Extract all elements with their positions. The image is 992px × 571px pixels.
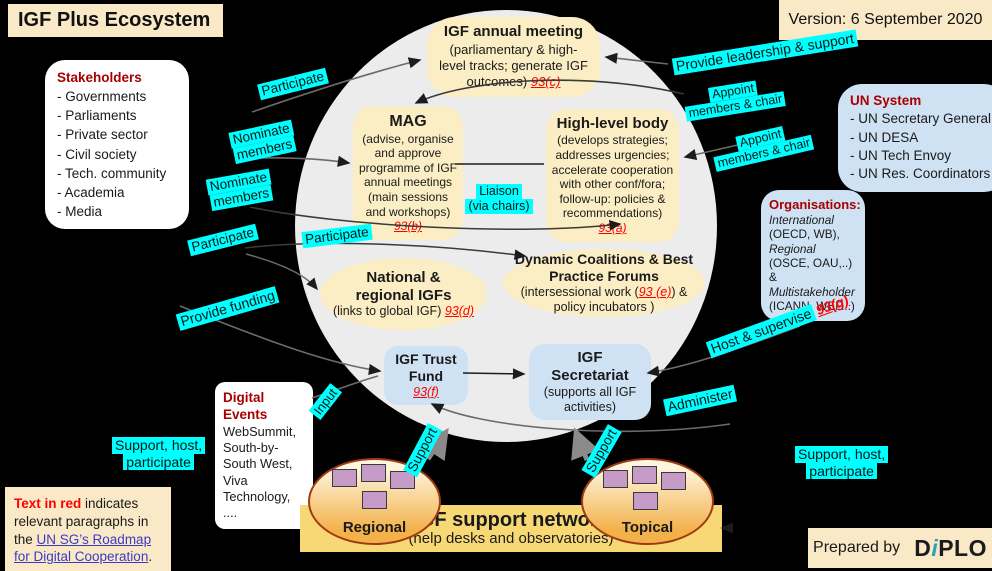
node-body: (advise, organise and approve programme …: [358, 131, 458, 219]
paragraph-ref: 93(f): [413, 384, 439, 399]
legend-box: Text in red indicates relevant paragraph…: [5, 487, 171, 571]
node-title: Fund: [408, 367, 444, 384]
organisations-box: Organisations: International (OECD, WB),…: [761, 190, 865, 321]
node-igf-trust-fund: IGF Trust Fund 93(f): [384, 346, 468, 405]
un-system-item: - UN DESA: [850, 129, 919, 145]
stakeholder-item: - Civil society: [57, 146, 137, 162]
legend-text: indicates relevant paragraphs in the: [14, 496, 149, 547]
node-mag: MAG (advise, organise and approve progra…: [353, 106, 463, 240]
stakeholder-item: - Academia: [57, 184, 125, 200]
node-title: National &: [366, 268, 441, 286]
network-node: [632, 466, 657, 484]
stakeholders-box: Stakeholders - Governments - Parliaments…: [45, 60, 189, 230]
network-node: [390, 471, 415, 489]
organisations-segment: International: [769, 212, 834, 227]
node-title: IGF annual meeting: [443, 23, 584, 40]
network-node: [661, 472, 686, 490]
node-national-regional-igfs: National & regional IGFs (links to globa…: [320, 258, 487, 330]
edge-label-input: Input: [308, 383, 343, 421]
network-node: [633, 492, 658, 510]
node-body: (parliamentary & high-level tracks; gene…: [439, 41, 588, 90]
prepared-by-box: Prepared by DiPLO: [808, 528, 992, 568]
node-igf-secretariat: IGF Secretariat (supports all IGF activi…: [529, 344, 651, 420]
stakeholder-item: - Private sector: [57, 127, 148, 143]
organisations-segment: Multistakeholder: [769, 284, 855, 299]
organisations-title: Organisations:: [769, 197, 861, 212]
node-dynamic-coalitions: Dynamic Coalitions & Best Practice Forum…: [503, 249, 705, 317]
node-title: regional IGFs: [355, 286, 452, 304]
edge-label-support-host-participate-left: Support, host,participate: [112, 437, 206, 471]
diplo-logo: DiPLO: [914, 534, 987, 561]
node-title: IGF: [577, 349, 603, 366]
digital-events-body: WebSummit, South-by-South West, Viva Tec…: [223, 423, 297, 521]
un-system-item: - UN Secretary General: [850, 111, 992, 127]
version-label: Version: 6 September 2020: [779, 0, 992, 40]
topical-network-label: Topical: [621, 519, 674, 536]
node-title: Dynamic Coalitions & Best Practice Forum…: [514, 251, 694, 284]
edge-label-support-host-participate-right: Support, host,participate: [795, 446, 889, 480]
un-system-item: - UN Res. Coordinators: [850, 166, 991, 182]
stakeholders-title: Stakeholders: [57, 70, 142, 85]
stakeholder-item: - Media: [57, 204, 103, 220]
node-high-level-body: High-level body (develops strategies; ad…: [546, 109, 679, 242]
node-body: (develops strategies; addresses urgencie…: [551, 133, 674, 221]
un-system-item: - UN Tech Envoy: [850, 148, 952, 164]
regional-network-label: Regional: [342, 519, 407, 536]
edge-label-liaison: Liaison(via chairs): [464, 184, 534, 214]
edge-support-topical: [571, 427, 600, 461]
stakeholder-item: - Parliaments: [57, 108, 137, 124]
support-network-title: IGF support network: [413, 508, 609, 531]
organisations-segment: (OECD, WB),: [769, 227, 840, 242]
node-title: High-level body: [556, 115, 669, 132]
node-body: ) & policy incubators ): [553, 284, 688, 314]
network-node: [603, 470, 628, 488]
edge-label-support-regional: Support: [403, 422, 443, 478]
support-network-subtitle: (help desks and observatories): [408, 530, 614, 548]
node-body: (intersessional work (: [520, 284, 639, 299]
legend-red-intro: Text in red: [14, 496, 82, 511]
paragraph-ref: 93(a): [598, 221, 627, 236]
edge-label-provide-leadership: Provide leadership & support: [671, 29, 858, 75]
node-body: (supports all IGF activities): [543, 385, 637, 414]
paragraph-ref: 93(b): [393, 219, 422, 234]
page-title: IGF Plus Ecosystem: [8, 4, 223, 37]
edge-label-participate-left: Participate: [187, 223, 259, 257]
un-system-title: UN System: [850, 93, 922, 108]
stakeholder-item: - Tech. community: [57, 165, 167, 181]
paragraph-ref: 93 (e): [638, 284, 672, 299]
digital-events-box: Digital Events WebSummit, South-by-South…: [215, 382, 313, 529]
edge-label-administer: Administer: [663, 384, 738, 416]
node-title: Secretariat: [551, 367, 629, 384]
edge-label-participate-top: Participate: [257, 67, 329, 101]
prepared-by-label: Prepared by: [813, 539, 901, 556]
un-system-box: UN System - UN Secretary General - UN DE…: [838, 84, 992, 192]
node-title: MAG: [389, 113, 427, 130]
paragraph-ref: 93(c): [530, 74, 561, 90]
digital-events-title: Digital Events: [223, 390, 268, 423]
node-igf-annual-meeting: IGF annual meeting (parliamentary & high…: [427, 17, 600, 97]
organisations-segment: Regional: [769, 241, 816, 256]
network-node: [362, 491, 387, 509]
roadmap-link[interactable]: UN SG’s Roadmap for Digital Cooperation: [14, 531, 152, 565]
node-body: (links to global IGF): [332, 304, 445, 319]
network-node: [332, 469, 357, 487]
legend-text-end: .: [148, 549, 153, 565]
node-title: IGF Trust: [395, 351, 457, 367]
network-node: [361, 464, 386, 482]
paragraph-ref: 93(d): [444, 304, 475, 319]
stakeholder-item: - Governments: [57, 89, 147, 105]
edge-label-provide-funding: Provide funding: [175, 286, 280, 331]
organisations-segment: (OSCE, OAU,..) &: [769, 256, 853, 285]
